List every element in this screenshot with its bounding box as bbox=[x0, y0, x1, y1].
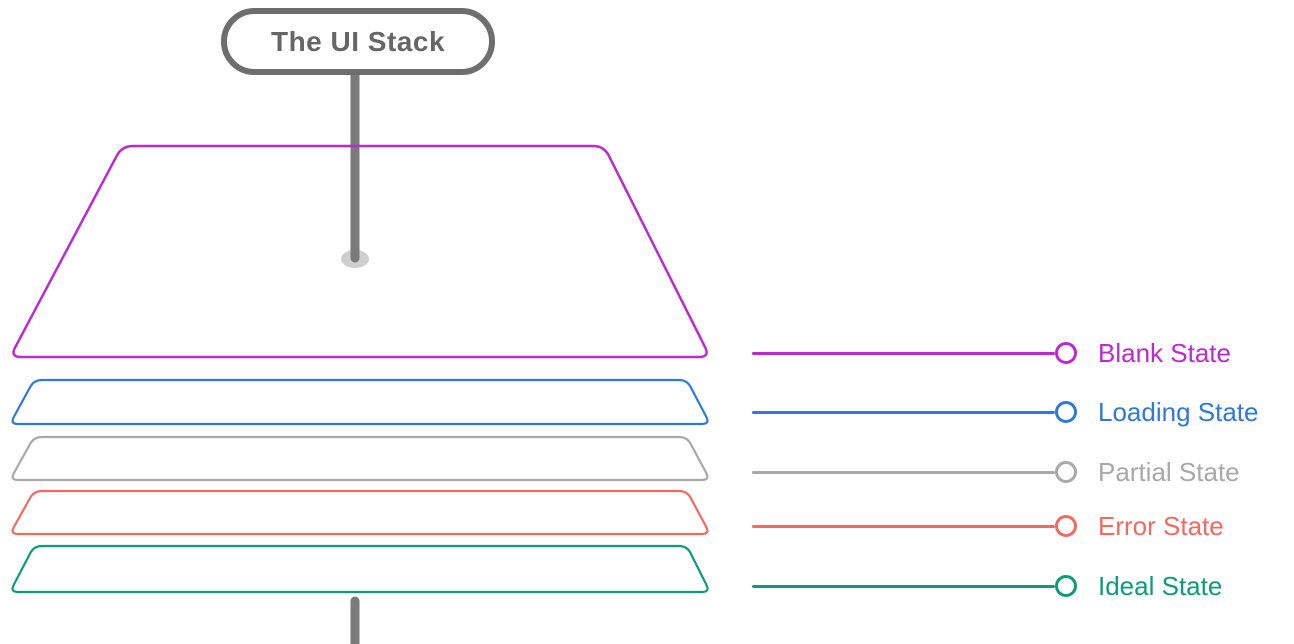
legend-item-error: Error State bbox=[752, 511, 1224, 541]
legend-line bbox=[752, 410, 1055, 414]
legend-label-ideal-state: Ideal State bbox=[1098, 570, 1223, 601]
legend-line bbox=[752, 584, 1055, 588]
diagram-title: The UI Stack bbox=[270, 25, 446, 57]
partial-state-layer bbox=[11, 435, 709, 482]
legend-line bbox=[752, 524, 1055, 528]
ideal-state-layer bbox=[11, 544, 709, 594]
legend-line bbox=[752, 470, 1055, 474]
legend-circle-icon bbox=[1055, 342, 1077, 364]
blank-state-layer bbox=[12, 144, 708, 359]
error-state-layer bbox=[11, 489, 709, 536]
legend-item-partial: Partial State bbox=[752, 457, 1240, 487]
legend-label-blank-state: Blank State bbox=[1098, 337, 1231, 368]
title-pill: The UI Stack bbox=[221, 8, 495, 75]
legend-circle-icon bbox=[1055, 461, 1077, 483]
legend-line bbox=[752, 351, 1055, 355]
legend-label-partial-state: Partial State bbox=[1098, 456, 1240, 487]
loading-state-layer bbox=[11, 378, 709, 426]
legend-label-loading-state: Loading State bbox=[1098, 396, 1259, 427]
legend-circle-icon bbox=[1055, 575, 1077, 597]
legend-label-error-state: Error State bbox=[1098, 510, 1224, 541]
legend-circle-icon bbox=[1055, 515, 1077, 537]
legend-item-blank: Blank State bbox=[752, 338, 1231, 368]
legend-item-ideal: Ideal State bbox=[752, 571, 1222, 601]
legend-circle-icon bbox=[1055, 401, 1077, 423]
legend-item-loading: Loading State bbox=[752, 397, 1258, 427]
